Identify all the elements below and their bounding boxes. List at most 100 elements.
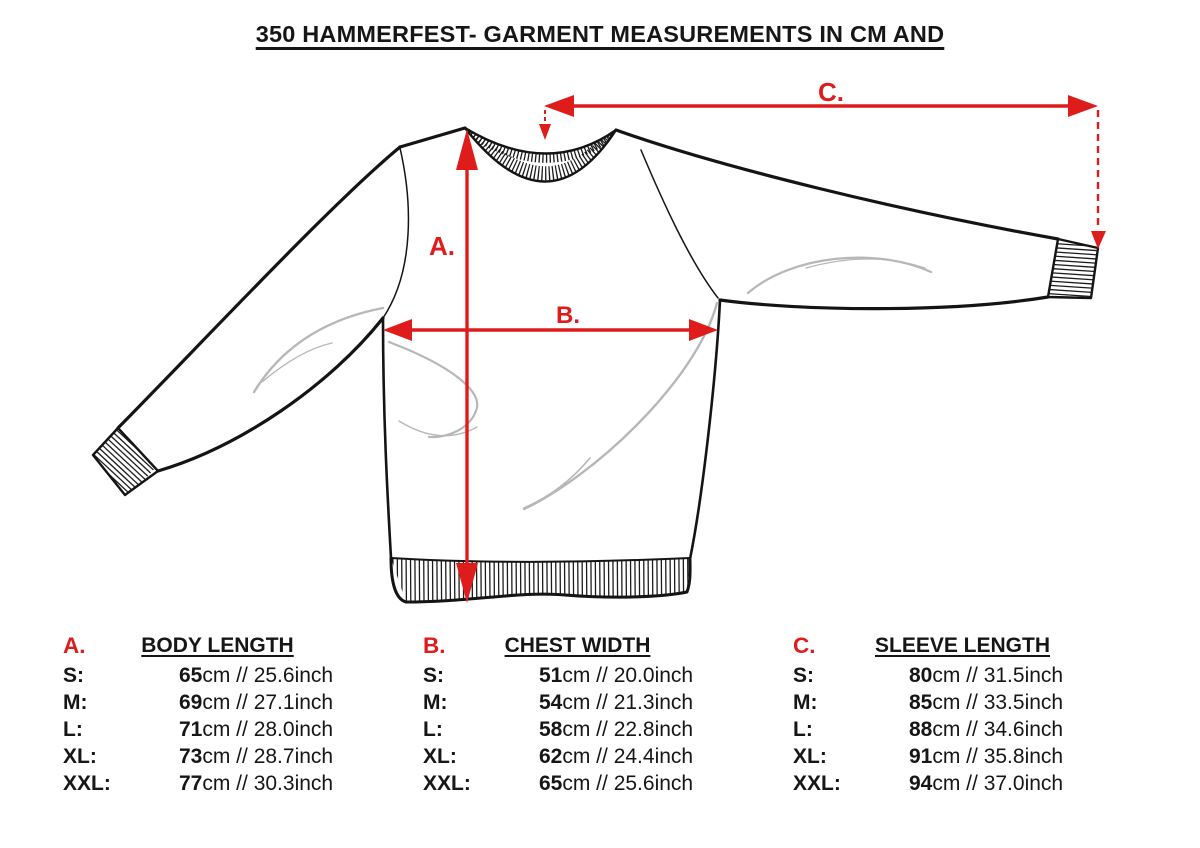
size-label: XXL: [423,772,471,795]
hem-band-top-edge [390,557,691,563]
measurement-value: 85cm // 33.5inch [909,691,1064,714]
measurement-value: 91cm // 35.8inch [909,745,1064,768]
table-row: M: 69cm // 27.1inch [55,689,365,716]
table-row: XL: 62cm // 24.4inch [415,743,725,770]
measurement-value: 65cm // 25.6inch [539,772,694,795]
page-title: 350 HAMMERFEST- GARMENT MEASUREMENTS IN … [255,21,945,47]
table-row: M: 85cm // 33.5inch [785,689,1095,716]
measurement-value: 65cm // 25.6inch [179,664,334,687]
size-label: S: [423,664,444,687]
measurement-table-chest-width: B. CHEST WIDTH S: 51cm // 20.0inch M: 54… [415,633,725,797]
measurement-value: 73cm // 28.7inch [179,745,334,768]
table-row: S: 51cm // 20.0inch [415,662,725,689]
table-header: A. BODY LENGTH [55,633,365,662]
column-title: SLEEVE LENGTH [874,634,1051,657]
measurement-value: 62cm // 24.4inch [539,745,694,768]
right-cuff-outline [1046,237,1100,300]
right-cuff-ribbing [1048,239,1097,298]
right-sleeve-bottom-edge [718,295,1050,311]
measurement-value: 77cm // 30.3inch [179,772,334,795]
arrow-c-label: C. [818,77,844,107]
size-label: M: [63,691,88,714]
arrowhead-up [456,129,478,170]
left-cuff-outline [91,426,160,497]
size-label: M: [423,691,448,714]
left-armhole-seam [382,147,410,319]
column-letter: A. [63,633,86,658]
crease-right-sleeve [746,256,933,295]
c-drop-cuff-arrowhead [1091,231,1106,249]
hem-outline [389,556,692,604]
garment-diagram: A. B. C. [91,77,1106,604]
table-row: S: 65cm // 25.6inch [55,662,365,689]
measure-c-arrow [539,95,1106,249]
size-label: S: [793,664,814,687]
arrowhead-down [456,563,478,603]
column-title: BODY LENGTH [141,634,294,657]
right-armhole-seam [640,149,719,299]
measure-arrows: A. B. C. [383,77,1106,603]
arrowhead-right [1068,95,1098,117]
column-letter: B. [423,633,446,658]
measurement-value: 54cm // 21.3inch [539,691,694,714]
arrowhead-left [383,319,412,341]
sweater-silhouette [93,128,1098,602]
left-shoulder-line [398,126,467,149]
measurement-value: 80cm // 31.5inch [909,664,1064,687]
size-label: XL: [423,745,457,768]
body-left-seam [381,316,393,560]
measurement-value: 88cm // 34.6inch [909,718,1064,741]
table-row: L: 58cm // 22.8inch [415,716,725,743]
size-label: L: [63,718,83,741]
measurement-value: 69cm // 27.1inch [179,691,334,714]
measure-a-arrow [456,129,478,603]
measurement-value: 94cm // 37.0inch [909,772,1064,795]
body-right-seam [688,298,722,561]
measurement-value: 71cm // 28.0inch [179,718,334,741]
size-label: S: [63,664,84,687]
size-label: XXL: [63,772,111,795]
garment-outline [91,126,1100,604]
size-label: XXL: [793,772,841,795]
table-header: B. CHEST WIDTH [415,633,725,662]
measure-b-arrow [383,319,718,341]
left-sleeve-outer-edge [116,145,402,430]
crease-left-sleeve [252,306,385,394]
size-label: XL: [63,745,97,768]
crease-body-right-tail [523,457,591,509]
crease-body-left [387,340,479,439]
table-row: M: 54cm // 21.3inch [415,689,725,716]
table-header: C. SLEEVE LENGTH [785,633,1095,662]
table-row: XL: 73cm // 28.7inch [55,743,365,770]
arrowhead-left [544,95,574,117]
size-label: M: [793,691,818,714]
column-letter: C. [793,633,816,658]
measurement-value: 58cm // 22.8inch [539,718,694,741]
table-row: XXL: 65cm // 25.6inch [415,770,725,797]
measurement-table-body-length: A. BODY LENGTH S: 65cm // 25.6inch M: 69… [55,633,365,797]
collar-top-arc [463,126,618,155]
c-drop-collar-arrowhead [539,124,551,140]
crease-left-sleeve-inner [261,342,333,383]
crease-right-sleeve-inner [805,258,926,269]
size-label: L: [423,718,443,741]
table-row: XL: 91cm // 35.8inch [785,743,1095,770]
measurement-table-sleeve-length: C. SLEEVE LENGTH S: 80cm // 31.5inch M: … [785,633,1095,797]
arrow-b-label: B. [556,302,580,329]
size-label: L: [793,718,813,741]
measurement-value: 51cm // 20.0inch [539,664,694,687]
crease-lines [252,256,933,511]
arrowhead-right [689,319,718,341]
table-row: XXL: 94cm // 37.0inch [785,770,1095,797]
right-sleeve-top-edge [614,128,1060,241]
left-sleeve-inner-edge [156,316,385,473]
crease-body-left-tail [398,420,478,437]
table-row: L: 88cm // 34.6inch [785,716,1095,743]
column-title: CHEST WIDTH [504,634,651,657]
collar-bottom-arc [463,126,618,183]
size-label: XL: [793,745,827,768]
table-row: XXL: 77cm // 30.3inch [55,770,365,797]
table-row: S: 80cm // 31.5inch [785,662,1095,689]
table-row: L: 71cm // 28.0inch [55,716,365,743]
